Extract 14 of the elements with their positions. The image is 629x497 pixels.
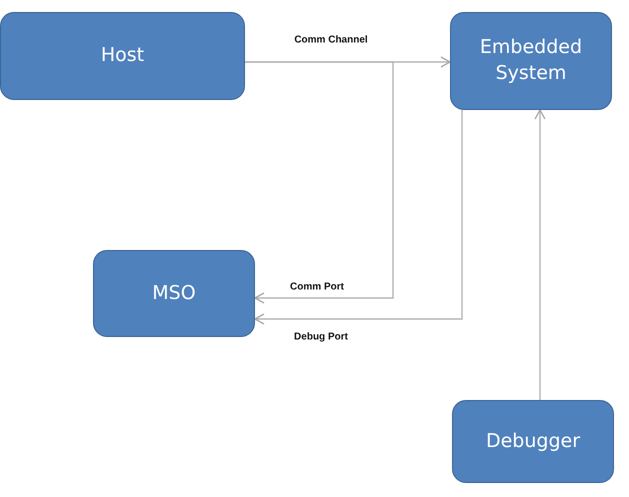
box-label: MSO xyxy=(152,280,196,306)
arrow xyxy=(254,110,463,325)
process-box xyxy=(0,12,245,100)
box-label: Debugger xyxy=(486,428,580,454)
box-label: Embedded System xyxy=(478,35,584,86)
process-box xyxy=(450,12,612,110)
arrow xyxy=(245,61,394,304)
process-box xyxy=(452,400,614,483)
edge-label: Comm Channel xyxy=(292,34,370,46)
box-label: Host xyxy=(100,43,144,68)
edge-label: Debug Port xyxy=(292,332,350,342)
arrow xyxy=(534,109,546,400)
edge-label: Comm Port xyxy=(288,282,346,292)
process-box xyxy=(93,250,255,337)
